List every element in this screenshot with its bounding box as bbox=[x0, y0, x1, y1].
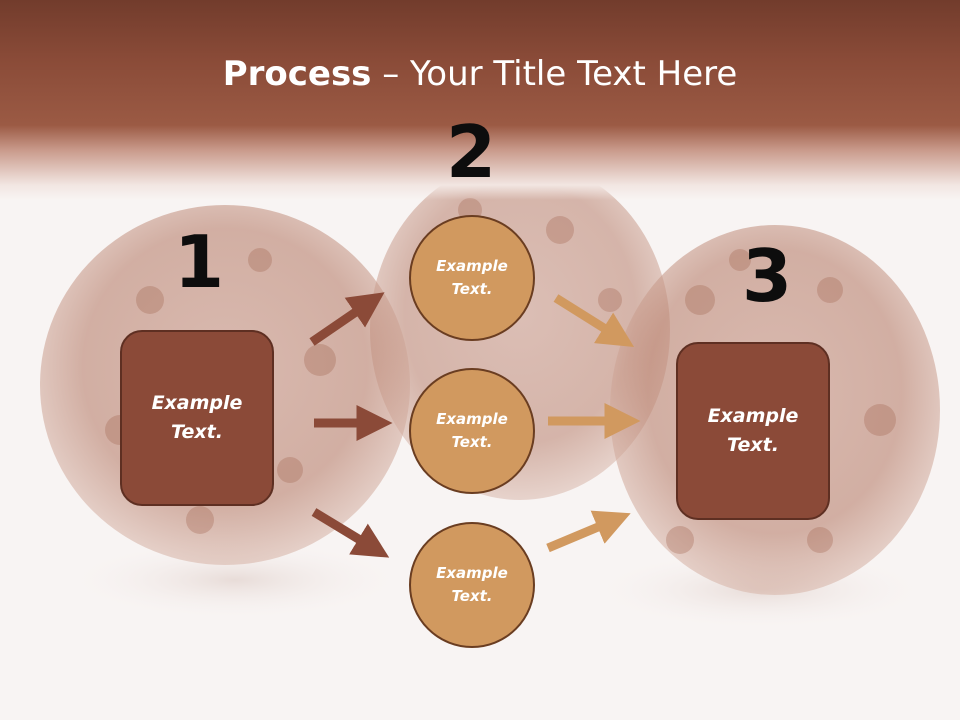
step-1-box[interactable]: Example Text. bbox=[120, 330, 274, 506]
title-bold: Process bbox=[222, 54, 372, 94]
step-3-number: 3 bbox=[741, 234, 793, 318]
step-3-box[interactable]: Example Text. bbox=[676, 342, 830, 520]
step-1-text: Example Text. bbox=[151, 392, 243, 443]
arrow-2a-to-3 bbox=[553, 294, 635, 347]
arrow-1-to-2c bbox=[311, 508, 390, 558]
arrow-1-to-2a bbox=[309, 292, 385, 346]
arrow-2c-to-3 bbox=[546, 510, 631, 553]
step-2-number: 2 bbox=[445, 110, 497, 194]
slide-title: Process – Your Title Text Here bbox=[0, 52, 960, 96]
step-2-circle-top-text: Example Text. bbox=[436, 257, 508, 298]
step-2-circle-bottom-text: Example Text. bbox=[436, 564, 508, 605]
step-2-circle-middle-text: Example Text. bbox=[436, 410, 508, 451]
step-2-circle-top[interactable]: Example Text. bbox=[409, 215, 535, 341]
step-1-number: 1 bbox=[173, 220, 225, 304]
title-banner bbox=[0, 0, 960, 200]
title-rest: – Your Title Text Here bbox=[371, 54, 738, 94]
step-3-text: Example Text. bbox=[707, 405, 799, 456]
step-2-circle-bottom[interactable]: Example Text. bbox=[409, 522, 535, 648]
step-2-circle-middle[interactable]: Example Text. bbox=[409, 368, 535, 494]
